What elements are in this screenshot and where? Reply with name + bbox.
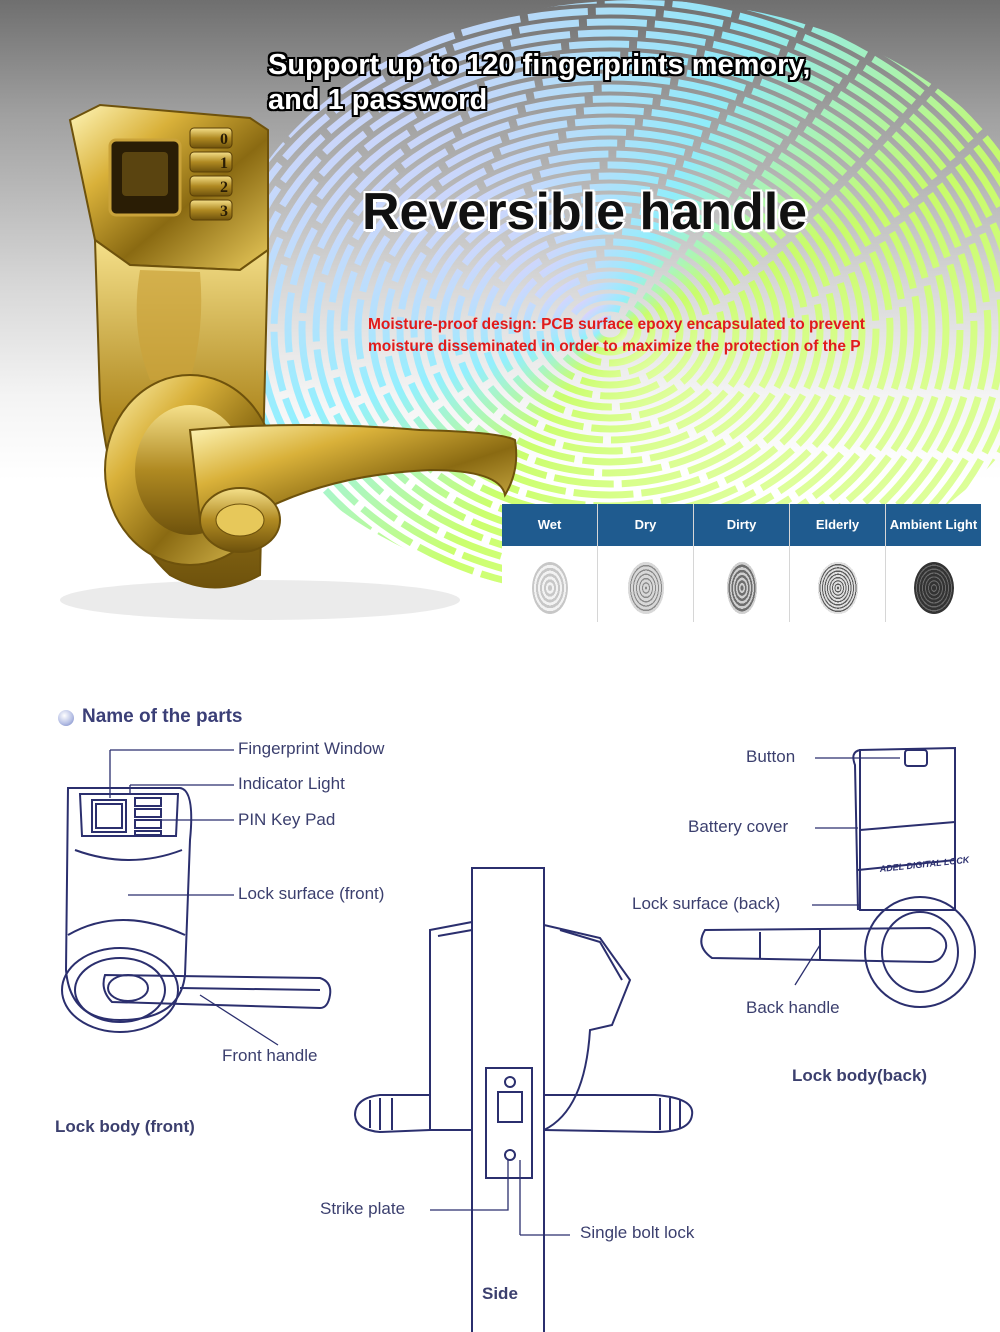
label-single-bolt-lock: Single bolt lock (580, 1223, 695, 1242)
fingerprint-ridge (270, 62, 950, 598)
label-pin-key-pad: PIN Key Pad (238, 810, 336, 829)
fingerprint-ridge (452, 205, 768, 455)
fingerprint-ridge (522, 260, 698, 400)
fingerprint-ridge (494, 238, 726, 422)
column-header: Wet (502, 504, 597, 546)
column-elderly: Elderly (790, 504, 886, 622)
fingerprint-ridge (368, 139, 852, 521)
column-dirty: Dirty (694, 504, 790, 622)
key-1: 1 (220, 155, 228, 172)
brand-stamp: ADEL DIGITAL LOCK (878, 854, 971, 874)
key-3: 3 (220, 203, 228, 220)
column-header: Ambient Light (886, 504, 981, 546)
front-leader-lines (109, 749, 279, 1046)
key-0: 0 (220, 131, 228, 148)
wet-fingerprint-icon (531, 562, 568, 614)
bullet-icon (58, 710, 74, 726)
fingerprint-ridge (438, 194, 782, 466)
label-lock-surface-back: Lock surface (back) (632, 894, 781, 913)
side-lock-drawing (353, 867, 694, 1332)
dry-fingerprint-icon (627, 562, 664, 614)
headline-memory: Support up to 120 fingerprints memory, a… (268, 48, 988, 118)
elderly-fingerprint-icon (817, 562, 858, 614)
label-lock-surface-front: Lock surface (front) (238, 884, 385, 903)
hero-banner: 0 1 2 3 Support up to 120 fingerprints m… (0, 0, 1000, 640)
column-ambient-light: Ambient Light (886, 504, 981, 622)
fingerprint-ridge (466, 216, 754, 444)
fingerprint-ridge (536, 271, 684, 389)
fingerprint-ridge (508, 249, 712, 411)
label-back-handle: Back handle (746, 998, 840, 1017)
column-header: Dry (598, 504, 693, 546)
moisture-line-2: moisture disseminated in order to maximi… (368, 338, 861, 355)
fingerprint-ridge (424, 183, 796, 477)
parts-diagram: ADEL DIGITAL LOCK (61, 746, 976, 1332)
fingerprint-ridge (578, 304, 642, 356)
column-header: Dirty (694, 504, 789, 546)
fingerprint-ridge (396, 161, 824, 499)
side-leader-lines (430, 1160, 570, 1236)
caption-side: Side (482, 1284, 518, 1303)
column-header: Elderly (790, 504, 885, 546)
label-button: Button (746, 747, 796, 766)
headline-reversible: Reversible handle (362, 183, 808, 241)
key-2: 2 (220, 179, 228, 196)
ambient-light-fingerprint-icon (913, 562, 954, 614)
headline-line-1: Support up to 120 fingerprints memory, (268, 49, 811, 81)
label-front-handle: Front handle (222, 1046, 318, 1065)
caption-lock-body-front: Lock body (front) (55, 1117, 195, 1136)
column-wet: Wet (502, 504, 598, 622)
back-lock-drawing (700, 746, 976, 1008)
headline-line-2: and 1 password (268, 84, 488, 116)
fingerprint-ridge (410, 172, 810, 488)
lock-photo: 0 1 2 3 (60, 103, 518, 620)
dirty-fingerprint-icon (726, 562, 757, 614)
front-lock-drawing (61, 787, 332, 1033)
label-indicator-light: Indicator Light (238, 774, 345, 793)
fingerprint-ridge (592, 315, 628, 345)
back-leader-lines (794, 757, 900, 986)
parts-title: Name of the parts (82, 706, 243, 727)
moisture-text: Moisture-proof design: PCB surface epoxy… (368, 314, 968, 358)
moisture-line-1: Moisture-proof design: PCB surface epoxy… (368, 316, 865, 333)
fingerprint-conditions-table: Wet Dry Dirty Elderly Ambient Light (502, 504, 982, 622)
label-strike-plate: Strike plate (320, 1199, 406, 1218)
column-dry: Dry (598, 504, 694, 622)
fingerprint-ridge (480, 227, 740, 433)
caption-lock-body-back: Lock body(back) (792, 1066, 928, 1085)
fingerprint-ridge (564, 293, 656, 367)
label-battery-cover: Battery cover (688, 817, 789, 836)
fingerprint-ridge (550, 282, 670, 378)
label-fingerprint-window: Fingerprint Window (238, 739, 385, 758)
keypad: 0 1 2 3 (189, 127, 233, 221)
